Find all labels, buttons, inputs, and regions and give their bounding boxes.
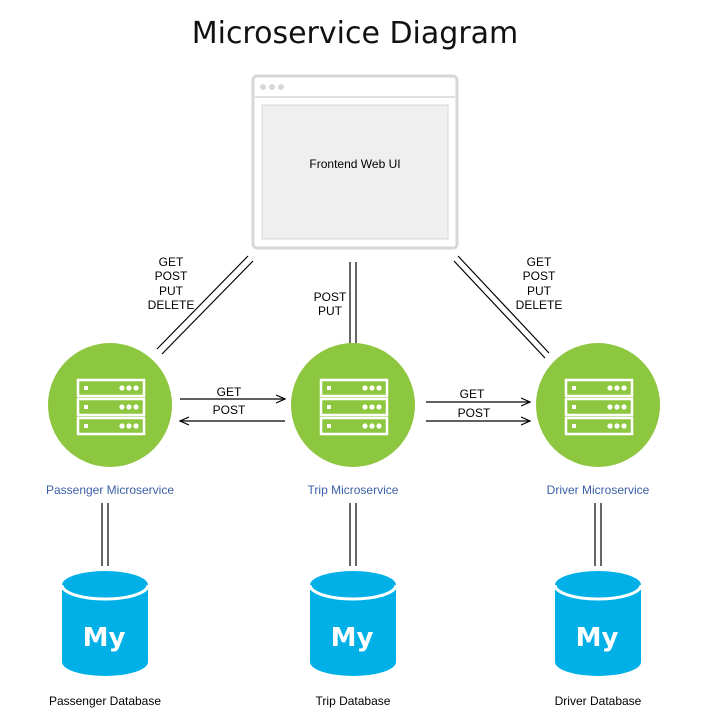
svg-text:My: My <box>331 623 374 653</box>
service-driver <box>536 343 660 467</box>
edge-label-frontend-driver-1: POST <box>523 269 556 283</box>
edge-label-trip-driver-0: GET <box>460 387 485 401</box>
frontend-label: Frontend Web UI <box>309 157 400 171</box>
edge-label-passenger-trip-1: POST <box>213 403 246 417</box>
edge-label-frontend-passenger-0: GET <box>159 255 184 269</box>
database-connectors <box>101 503 602 566</box>
mysql-database-icon: My <box>308 571 398 676</box>
frontend-connectors <box>156 255 550 359</box>
service-arrows <box>180 399 530 421</box>
edge-label-frontend-passenger-1: POST <box>155 269 188 283</box>
service-label-passenger: Passenger Microservice <box>46 483 174 497</box>
svg-text:My: My <box>83 623 126 653</box>
database-passenger: My Passenger Database <box>49 571 161 708</box>
service-trip <box>291 343 415 467</box>
frontend-viewport <box>261 104 449 240</box>
svg-text:My: My <box>576 623 619 653</box>
edge-label-frontend-trip-0: POST <box>314 290 347 304</box>
service-label-driver: Driver Microservice <box>547 483 650 497</box>
mysql-database-icon: My <box>553 571 643 676</box>
edge-label-frontend-passenger-2: PUT <box>159 284 184 298</box>
database-label-driver: Driver Database <box>555 694 642 708</box>
service-passenger <box>48 343 172 467</box>
mysql-database-icon: My <box>60 571 150 676</box>
window-dots-icon <box>260 84 284 90</box>
edge-label-passenger-trip-0: GET <box>217 385 242 399</box>
database-driver: My Driver Database <box>553 571 643 708</box>
edge-label-frontend-driver-0: GET <box>527 255 552 269</box>
database-trip: My Trip Database <box>308 571 398 708</box>
frontend-window: Frontend Web UI <box>251 74 459 250</box>
edge-frontend-driver <box>457 255 550 354</box>
edge-frontend-passenger <box>156 255 249 350</box>
edge-label-frontend-driver-2: PUT <box>527 284 552 298</box>
edge-label-trip-driver-1: POST <box>458 406 491 420</box>
edge-label-frontend-trip-1: PUT <box>318 304 343 318</box>
edge-label-frontend-driver-3: DELETE <box>516 298 563 312</box>
database-label-passenger: Passenger Database <box>49 694 161 708</box>
database-label-trip: Trip Database <box>316 694 391 708</box>
service-label-trip: Trip Microservice <box>308 483 399 497</box>
edge-label-frontend-passenger-3: DELETE <box>148 298 195 312</box>
diagram-title: Microservice Diagram <box>192 16 519 51</box>
